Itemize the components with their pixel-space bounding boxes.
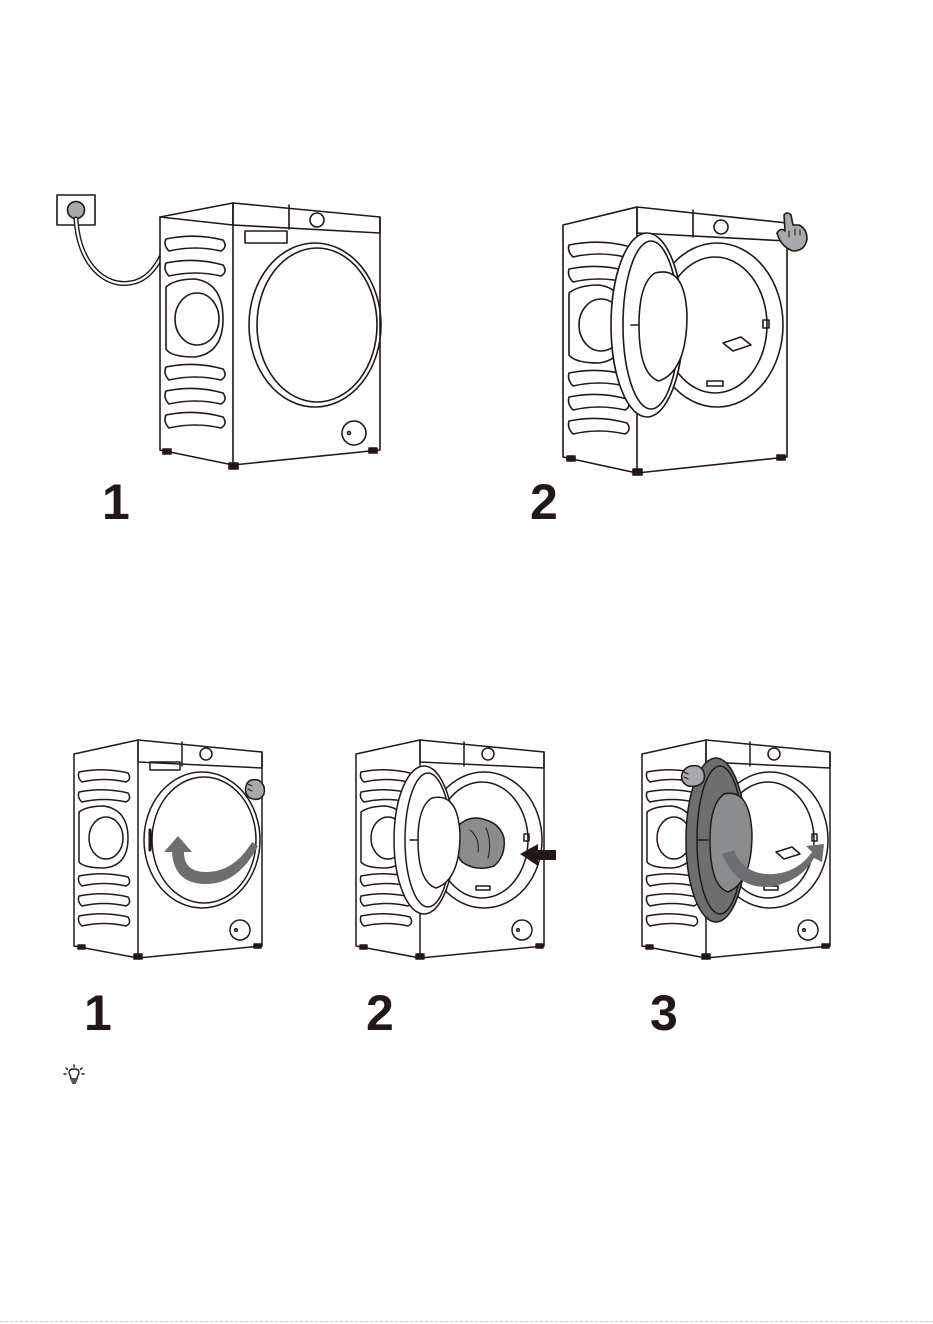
laundry-bundle [456, 818, 505, 868]
arrow-left-icon [520, 844, 556, 866]
step-number-bottom-1: 1 [84, 988, 112, 1038]
page-bottom-divider [0, 1321, 933, 1322]
figure-top-1-plug-in [45, 185, 395, 475]
washer-body [160, 203, 381, 469]
step-number-top-1: 1 [102, 477, 130, 527]
lightbulb-icon [62, 1064, 86, 1088]
step-number-top-2: 2 [530, 477, 558, 527]
hand-grip-icon [682, 766, 705, 787]
figure-bottom-2-load-laundry [352, 734, 552, 962]
hand-grip-icon [246, 780, 265, 800]
figure-top-2-power-on [555, 195, 815, 480]
step-number-bottom-2: 2 [366, 988, 394, 1038]
figure-bottom-3-close-door [638, 734, 838, 962]
hand-pointer-icon [777, 213, 807, 251]
figure-bottom-1-open-door [70, 734, 270, 962]
step-number-bottom-3: 3 [650, 988, 678, 1038]
